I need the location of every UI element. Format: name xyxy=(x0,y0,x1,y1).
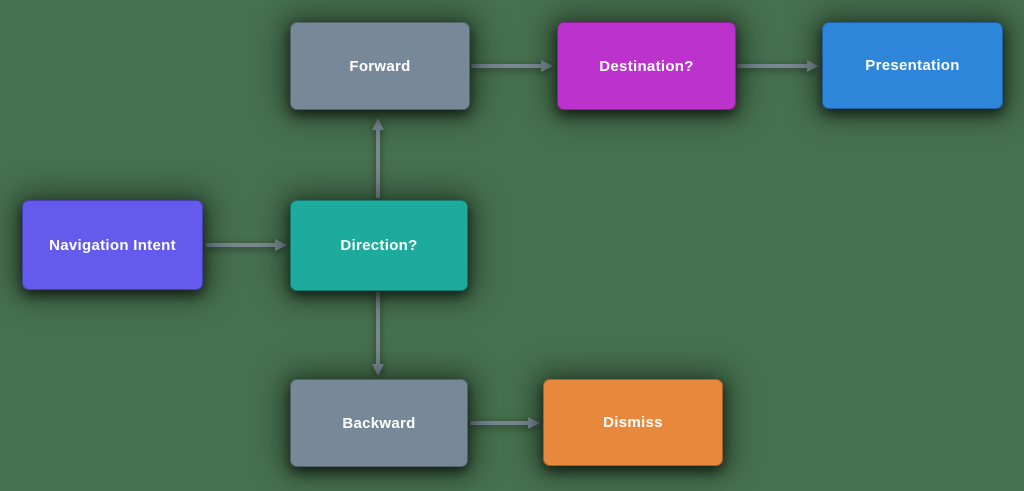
node-forward: Forward xyxy=(290,22,470,110)
node-backward: Backward xyxy=(290,379,468,467)
node-direction: Direction? xyxy=(290,200,468,291)
node-presentation: Presentation xyxy=(822,22,1003,109)
node-label: Dismiss xyxy=(603,414,663,431)
node-destination: Destination? xyxy=(557,22,736,110)
node-label: Destination? xyxy=(599,57,694,75)
node-label: Backward xyxy=(342,414,416,432)
node-label: Presentation xyxy=(865,57,960,74)
node-dismiss: Dismiss xyxy=(543,379,723,466)
node-label: Forward xyxy=(349,57,411,75)
node-navigation-intent: Navigation Intent xyxy=(22,200,203,290)
node-label: Navigation Intent xyxy=(49,236,176,254)
node-label: Direction? xyxy=(340,237,418,254)
